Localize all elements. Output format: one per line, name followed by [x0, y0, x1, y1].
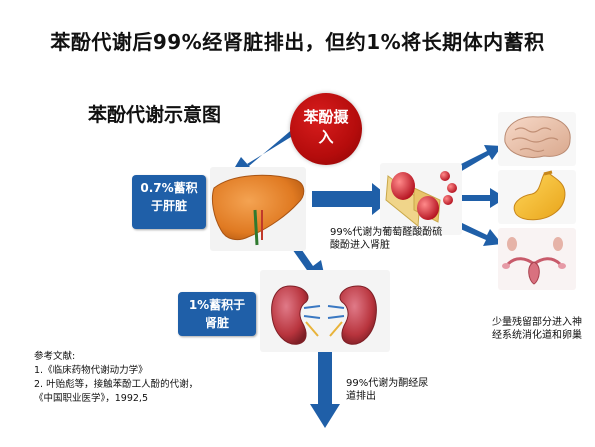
references: 参考文献: 1.《临床药物代谢动力学》 2. 叶贻彪等，接触苯酚工人酚的代谢， … [34, 350, 198, 406]
arrow-to-ovary [458, 222, 502, 246]
caption-residual: 少量残留部分进入神经系统消化道和卵巢 [492, 317, 582, 341]
phenol-intake-node: 苯酚摄入 [290, 93, 362, 165]
liver-box-line1: 0.7%蓄积 [140, 181, 198, 195]
arrow-liver-to-intestine [312, 183, 392, 215]
arrow-to-brain [457, 145, 502, 172]
references-heading: 参考文献: [34, 351, 76, 362]
brain-illustration [498, 112, 576, 166]
reference-item: 2. 叶贻彪等，接触苯酚工人酚的代谢， [34, 379, 199, 390]
kidney-illustration [260, 270, 390, 352]
caption-glucuronide: 99%代谢为葡萄醛酸酚硫酸酚进入肾脏 [330, 227, 443, 251]
stomach-illustration [498, 170, 576, 224]
arrow-to-stomach [462, 188, 506, 208]
liver-box-line2: 于肝脏 [150, 199, 187, 213]
liver-accumulation-box: 0.7%蓄积 于肝脏 [132, 175, 206, 229]
reference-item: 《中国职业医学》，1992,5 [34, 393, 148, 404]
diagram-subtitle: 苯酚代谢示意图 [88, 104, 222, 126]
arrow-kidney-down [310, 340, 340, 428]
intestine-illustration [380, 163, 462, 235]
kidney-box-line2: 肾脏 [204, 316, 229, 330]
intake-label: 苯酚摄入 [303, 108, 349, 146]
kidney-accumulation-box: 1%蓄积于 肾脏 [178, 292, 256, 336]
caption-urine: 99%代谢为酮经尿道排出 [346, 378, 429, 402]
kidney-box-line1: 1%蓄积于 [188, 298, 246, 312]
reference-item: 1.《临床药物代谢动力学》 [34, 365, 148, 376]
ovary-illustration [498, 228, 576, 290]
page-title: 苯酚代谢后99%经肾脏排出，但约1%将长期体内蓄积 [50, 30, 545, 54]
liver-illustration [211, 174, 305, 246]
